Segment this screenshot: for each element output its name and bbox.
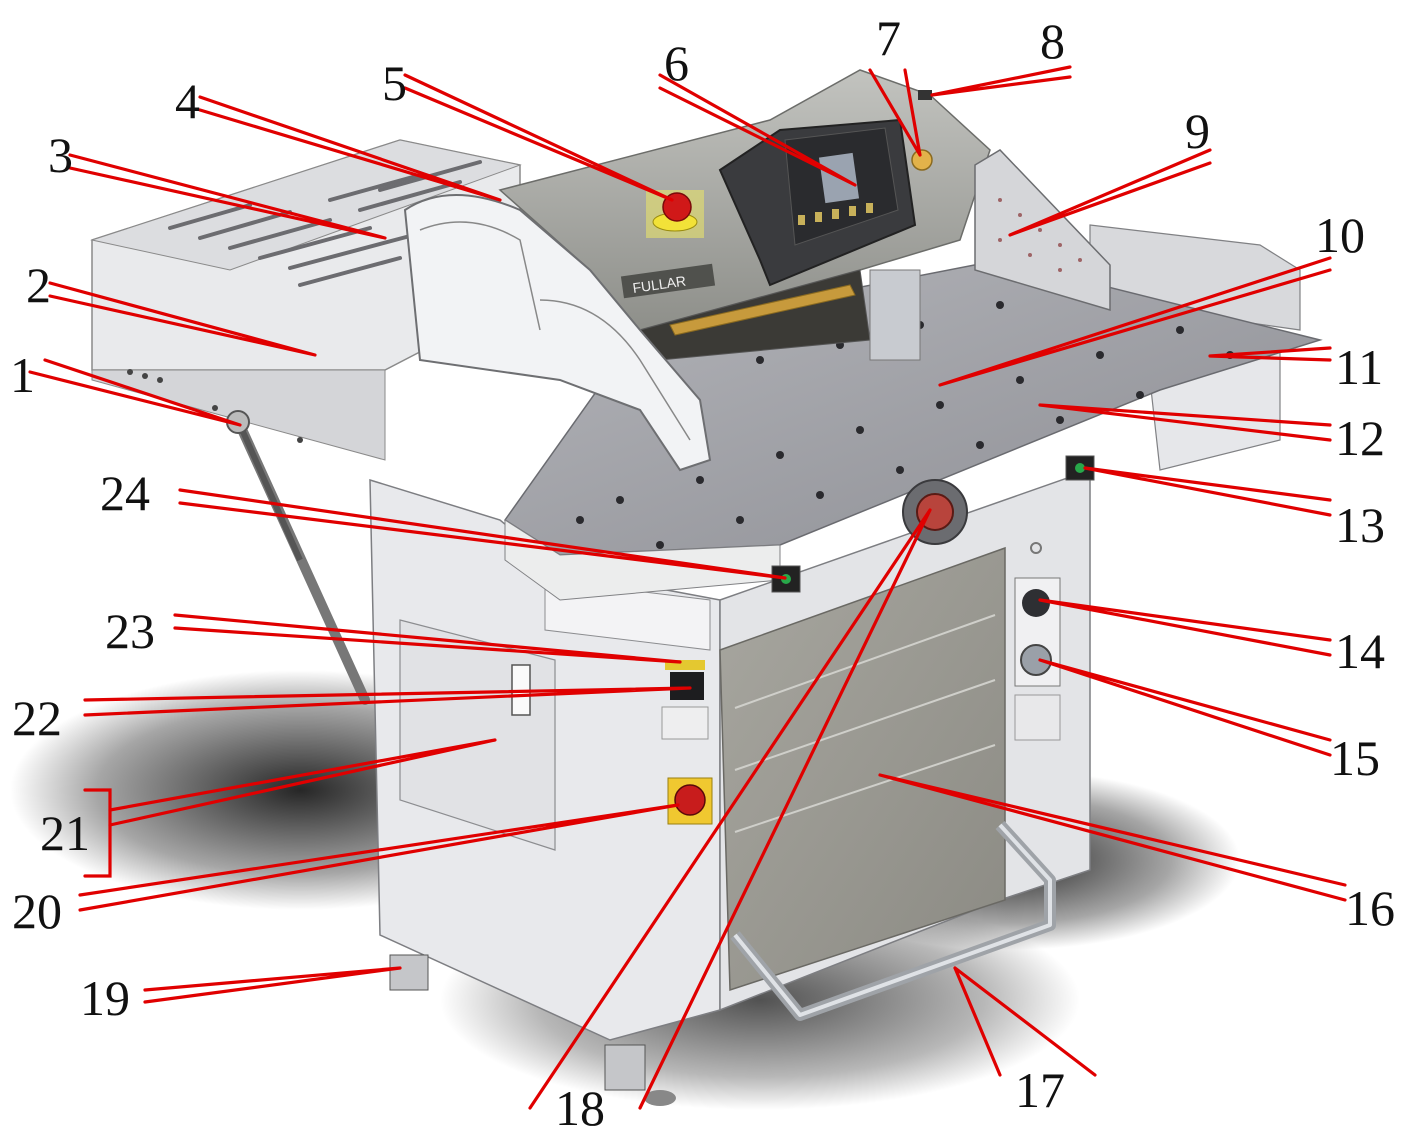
foot-pedal [730, 820, 1056, 1021]
back-panel-dots [127, 369, 303, 443]
leader-22 [83, 686, 692, 717]
leader-4 [198, 95, 502, 202]
leader-13 [1083, 466, 1332, 517]
callout-10: 10 [1315, 207, 1365, 263]
callout-13: 13 [1335, 497, 1385, 553]
callout-22: 22 [12, 690, 62, 746]
leader-21-bracket [83, 788, 112, 878]
leader-14 [1038, 598, 1332, 657]
leader-3 [68, 153, 387, 240]
callout-12: 12 [1335, 410, 1385, 466]
callout-6: 6 [664, 35, 689, 91]
leader-23 [173, 613, 682, 664]
leader-20 [78, 803, 680, 912]
leader-1 [28, 358, 242, 427]
callout-20: 20 [12, 883, 62, 939]
callout-9: 9 [1185, 103, 1210, 159]
front-door [719, 546, 1006, 992]
indicator-light [911, 149, 933, 171]
callout-21: 21 [40, 805, 90, 861]
emergency-stop [646, 190, 704, 238]
leader-lines [28, 65, 1347, 1110]
side-plate [974, 149, 1111, 312]
callout-19: 19 [80, 970, 130, 1026]
callout-2: 2 [26, 257, 51, 313]
leader-2 [48, 281, 317, 357]
callout-8: 8 [1040, 13, 1065, 69]
callout-24: 24 [100, 465, 150, 521]
brand-plate: FULLAR [620, 263, 716, 299]
leader-6 [658, 73, 857, 187]
leader-19 [143, 966, 402, 1004]
casters [389, 954, 676, 1106]
leader-11 [1208, 346, 1332, 362]
callout-1: 1 [10, 347, 35, 403]
callout-4: 4 [175, 73, 200, 129]
callout-5: 5 [382, 55, 407, 111]
top-switch [918, 90, 932, 100]
leader-12 [1038, 403, 1332, 442]
callout-16: 16 [1345, 880, 1395, 936]
left-control-items [511, 660, 713, 825]
callout-numbers: 1 2 3 4 5 6 7 8 9 10 11 12 13 14 15 16 1… [10, 10, 1395, 1133]
leader-21 [108, 738, 497, 827]
leader-24 [178, 488, 787, 580]
leader-7 [868, 68, 922, 157]
leader-5 [403, 73, 674, 202]
front-guard [403, 194, 712, 472]
leader-16 [878, 773, 1347, 902]
right-switch-panel [1014, 542, 1061, 741]
callout-14: 14 [1335, 623, 1385, 679]
leader-10 [938, 256, 1332, 387]
leader-18 [528, 508, 932, 1110]
callout-17: 17 [1015, 1062, 1065, 1118]
gas-strut [226, 410, 370, 705]
callout-18: 18 [555, 1080, 605, 1133]
vent-slots [168, 160, 482, 287]
control-panel [718, 118, 917, 287]
brand-plate-text: FULLAR [632, 273, 687, 296]
callout-23: 23 [105, 603, 155, 659]
leader-15 [1038, 658, 1332, 757]
table-holes [576, 301, 1234, 549]
callout-15: 15 [1330, 730, 1380, 786]
callout-11: 11 [1335, 339, 1383, 395]
callout-3: 3 [48, 127, 73, 183]
leader-8 [930, 65, 1072, 97]
callout-7: 7 [876, 10, 901, 66]
leader-9 [1008, 148, 1212, 237]
leader-17 [953, 966, 1097, 1077]
